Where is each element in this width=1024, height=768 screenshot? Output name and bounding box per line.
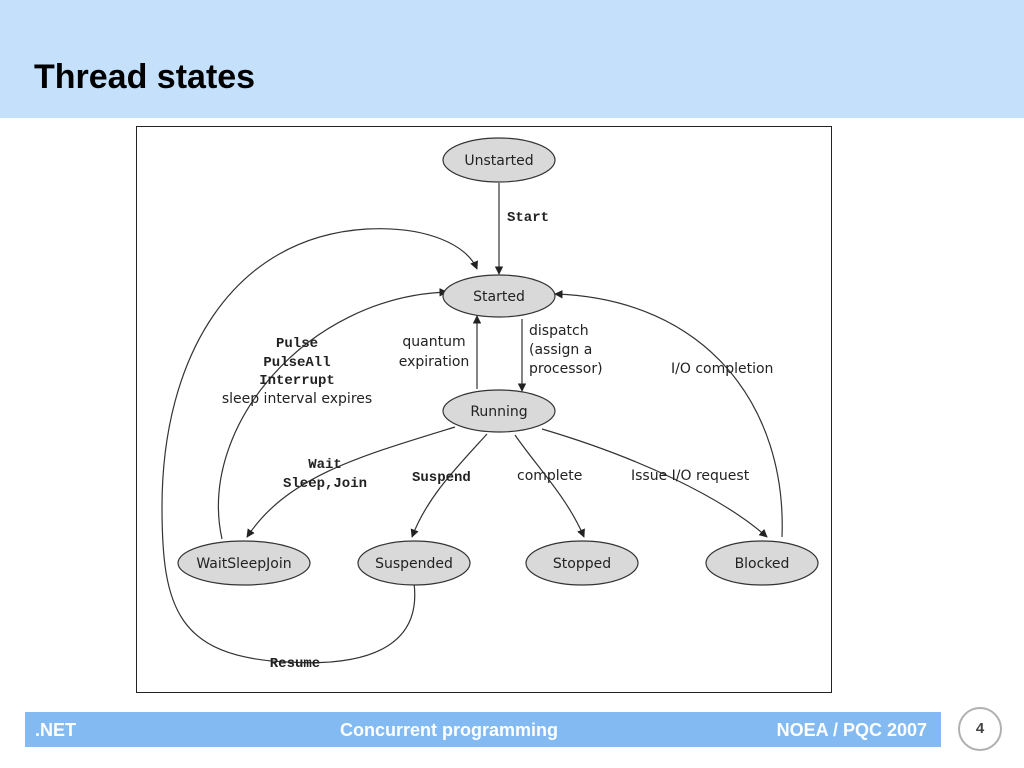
label-sleep-join: Sleep,Join	[283, 476, 367, 492]
label-complete: complete	[517, 468, 582, 484]
thread-state-diagram: Unstarted Started Running WaitSleepJoin …	[136, 126, 832, 693]
footer-center-text: Concurrent programming	[340, 720, 559, 740]
state-suspended-label: Suspended	[375, 556, 453, 572]
edge-complete	[514, 434, 585, 538]
label-suspend: Suspend	[412, 470, 471, 486]
label-pulse: Pulse	[276, 336, 318, 352]
state-running: Running	[442, 389, 556, 433]
state-unstarted: Unstarted	[442, 137, 556, 183]
state-waitsleepjoin: WaitSleepJoin	[177, 540, 311, 586]
state-started: Started	[442, 274, 556, 318]
state-blocked-label: Blocked	[735, 556, 790, 572]
edge-wait-sleep-join	[246, 426, 456, 538]
label-issue-io: Issue I/O request	[631, 468, 750, 484]
state-started-label: Started	[473, 289, 525, 305]
label-assign-a: (assign a	[529, 342, 592, 358]
label-sleep-expires: sleep interval expires	[222, 391, 372, 407]
footer-left-text: .NET	[35, 720, 77, 740]
label-wait: Wait	[308, 457, 342, 473]
state-stopped: Stopped	[525, 540, 639, 586]
label-interrupt: Interrupt	[259, 373, 335, 389]
footer-right-text: NOEA / PQC 2007	[776, 720, 927, 740]
diagram-canvas: Unstarted Started Running WaitSleepJoin …	[161, 137, 819, 672]
label-pulseall: PulseAll	[263, 355, 330, 371]
state-waitsleepjoin-label: WaitSleepJoin	[196, 556, 291, 572]
label-processor: processor)	[529, 361, 603, 377]
footer-bar: .NET Concurrent programming NOEA / PQC 2…	[25, 712, 941, 747]
state-suspended: Suspended	[357, 540, 471, 586]
state-unstarted-label: Unstarted	[464, 153, 533, 169]
label-dispatch: dispatch	[529, 323, 589, 339]
state-stopped-label: Stopped	[553, 556, 611, 572]
label-expiration: expiration	[399, 354, 470, 370]
state-blocked: Blocked	[705, 540, 819, 586]
state-running-label: Running	[470, 404, 527, 420]
label-quantum: quantum	[402, 334, 465, 350]
label-start: Start	[507, 210, 549, 226]
label-io-completion: I/O completion	[671, 361, 773, 377]
edge-io-completion	[554, 290, 783, 538]
page-number-badge: 4	[958, 707, 1002, 751]
slide-header	[0, 0, 1024, 118]
edge-resume	[161, 228, 478, 664]
edge-waitsleepjoin-to-started	[217, 288, 448, 540]
edge-suspend	[410, 433, 488, 538]
slide-title: Thread states	[34, 58, 256, 96]
label-resume: Resume	[270, 656, 320, 672]
edge-issue-io-request	[541, 428, 768, 538]
